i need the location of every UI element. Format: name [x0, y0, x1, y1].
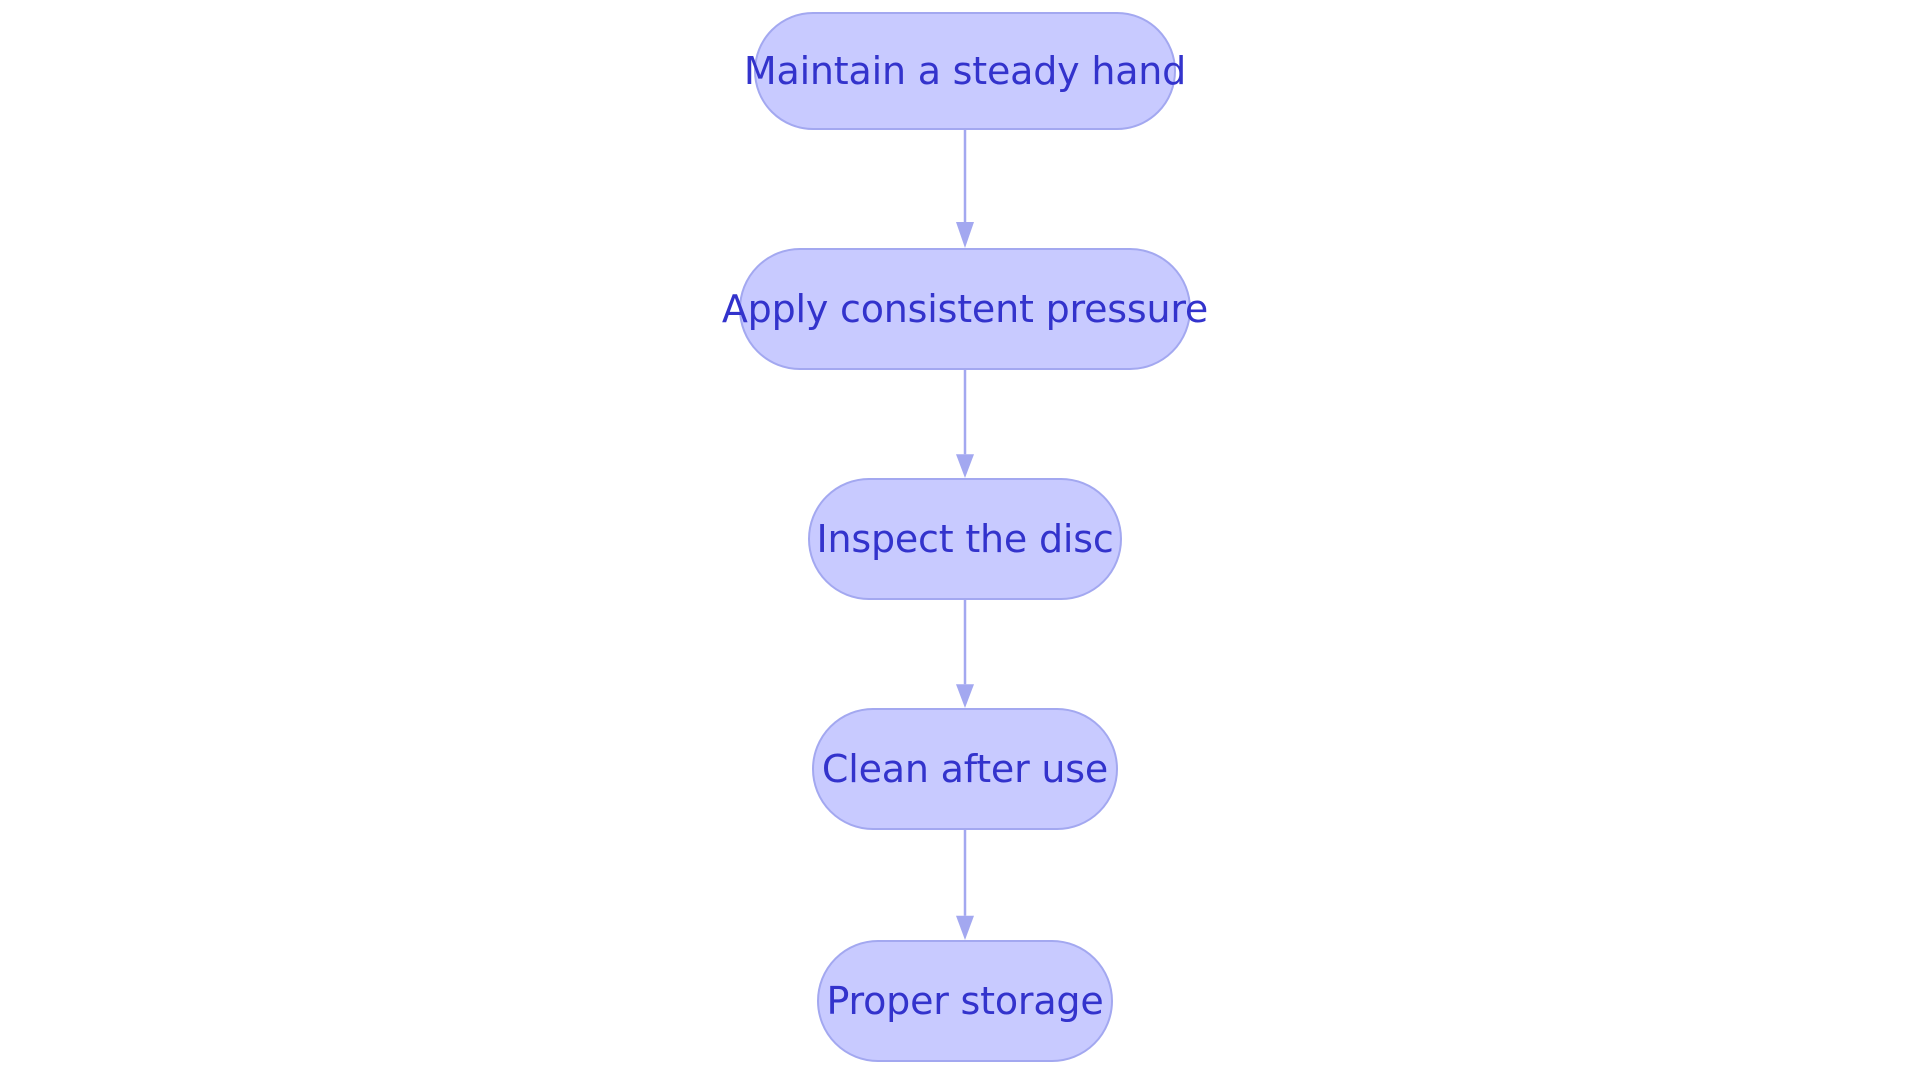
flowchart-node-proper-storage[interactable]: Proper storage	[817, 940, 1113, 1062]
flowchart-node-label: Maintain a steady hand	[743, 49, 1187, 93]
flowchart-node-label: Inspect the disc	[816, 517, 1114, 561]
flowchart-node-label: Apply consistent pressure	[721, 287, 1209, 331]
flowchart-node-maintain-a-steady-hand[interactable]: Maintain a steady hand	[744, 12, 1186, 130]
flowchart-connector-arrow-down	[952, 830, 978, 940]
flowchart-connector-arrow-down	[952, 600, 978, 708]
flowchart-connector-arrow-down	[952, 130, 978, 248]
flowchart-connector-arrow-down	[952, 370, 978, 478]
flowchart-node-inspect-the-disc[interactable]: Inspect the disc	[808, 478, 1122, 600]
flowchart-node-clean-after-use[interactable]: Clean after use	[812, 708, 1118, 830]
flowchart-node-label: Proper storage	[826, 979, 1104, 1023]
flowchart-node-label: Clean after use	[821, 747, 1109, 791]
flowchart-node-apply-consistent-pressure[interactable]: Apply consistent pressure	[722, 248, 1208, 370]
